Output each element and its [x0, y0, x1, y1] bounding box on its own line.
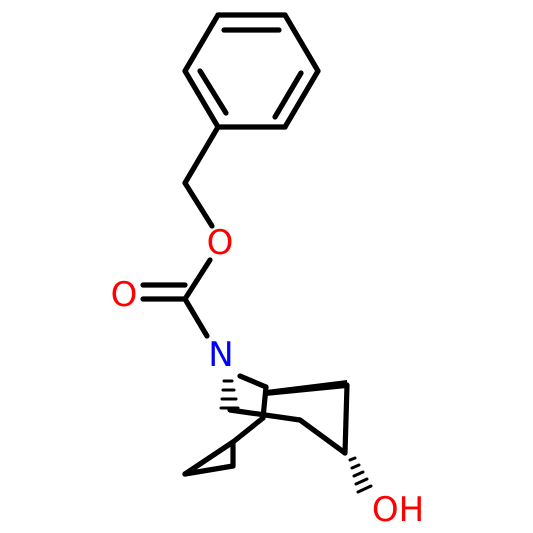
bond-o-carbonyl — [182, 257, 213, 302]
bond-bridge — [230, 415, 266, 445]
ring-bond — [282, 12, 321, 74]
atom-o-ester: O — [207, 223, 234, 263]
ring-double-bond — [197, 68, 229, 116]
bond-n-bridgehead-right — [237, 373, 269, 390]
wedge-bond — [266, 380, 347, 396]
atom-oh: OH — [372, 490, 424, 530]
bond-carbonyl-n — [182, 296, 210, 339]
ring-bond — [182, 68, 221, 130]
atom-n: N — [208, 335, 233, 375]
hashed-bond-oh — [348, 456, 373, 494]
bond-two-carbon — [182, 463, 236, 477]
hashed-bond-left — [219, 379, 240, 410]
bond-six-ring — [342, 382, 350, 456]
bond-six-ring — [227, 407, 303, 423]
atom-o-carbonyl: O — [111, 275, 138, 315]
bond-two-carbon — [182, 439, 236, 477]
ring-bond — [182, 12, 221, 74]
bond-six-ring — [297, 417, 348, 456]
bond-ring-ch2 — [182, 124, 221, 186]
benzene-ring — [182, 12, 321, 130]
ring-double-bond — [272, 70, 304, 120]
ring-bond — [282, 68, 321, 130]
bond-ch2-o — [182, 180, 215, 229]
